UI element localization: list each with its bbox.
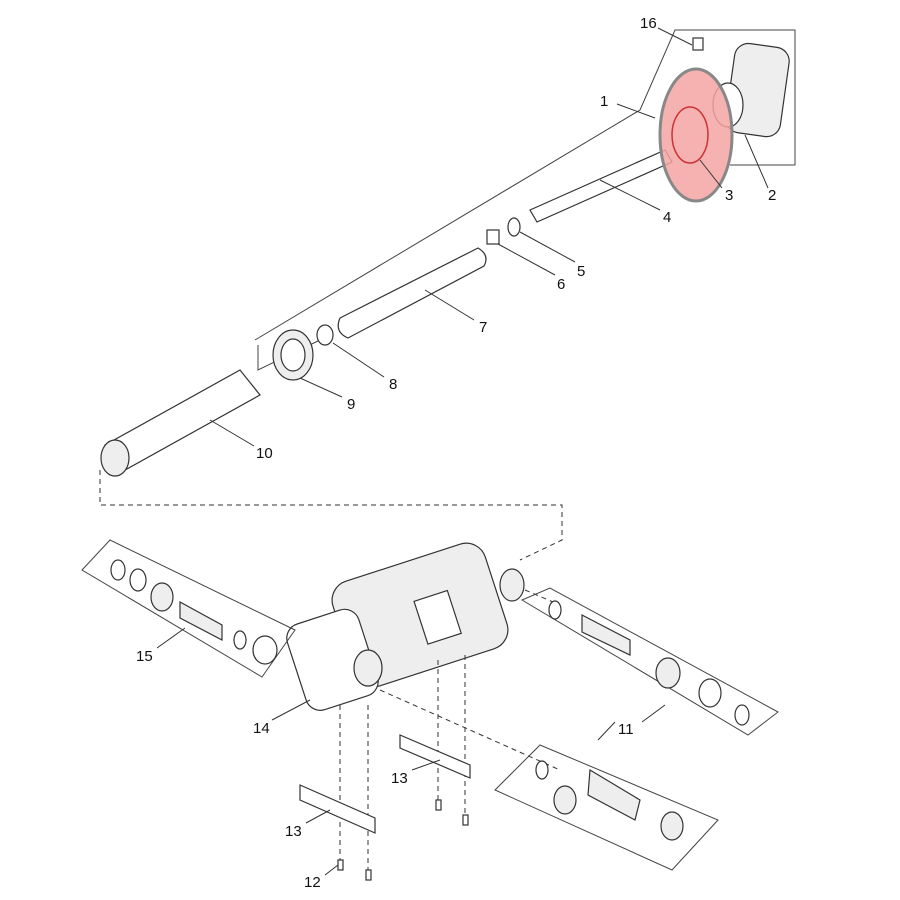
part-7-uvc-lamp	[337, 247, 487, 339]
part-13-bracket	[299, 784, 376, 834]
part-11b-ring	[535, 760, 549, 780]
callout-11: 11	[618, 721, 634, 738]
part-9-inner	[280, 338, 306, 372]
callout-14: 14	[253, 720, 270, 737]
leader-lines	[156, 27, 769, 876]
part-10-end-cap	[100, 439, 130, 477]
group-frame-top	[254, 29, 796, 341]
callout-10: 10	[256, 445, 273, 462]
group-11-frame	[520, 587, 779, 736]
highlight-marker	[658, 67, 734, 203]
part-13-bracket	[399, 734, 471, 779]
callout-3: 3	[725, 187, 733, 204]
part-14-housing-cap	[286, 608, 379, 711]
callout-15: 15	[136, 648, 153, 665]
part-3-o-ring	[671, 106, 709, 164]
part-15-hose-tail	[179, 600, 223, 641]
part-6-clip	[486, 229, 500, 245]
part-12-screw	[337, 859, 344, 871]
housing-port-left	[353, 649, 383, 687]
callout-5: 5	[577, 263, 585, 280]
part-11b-hose-tail	[587, 768, 641, 821]
housing-window	[413, 589, 462, 645]
callout-7: 7	[479, 319, 487, 336]
connector-dashed-line	[99, 470, 563, 561]
connector-guide	[379, 689, 561, 771]
callout-6: 6	[557, 276, 565, 293]
part-5-ring	[507, 217, 521, 237]
part-12-screw	[435, 799, 442, 811]
group-11b-frame	[494, 744, 719, 871]
part-11-nut	[655, 657, 681, 689]
part-11b-nut	[660, 811, 684, 841]
lower-housing-group	[286, 542, 525, 711]
part-11b-nut	[553, 785, 577, 815]
part-11-ring	[548, 600, 562, 620]
part-4-quartz-tube	[529, 149, 673, 223]
callout-13-lower: 13	[285, 823, 302, 840]
part-15-nut	[150, 582, 174, 612]
callout-1: 1	[600, 93, 608, 110]
part-16-clip	[692, 37, 704, 51]
part-15-cap	[252, 635, 278, 665]
housing-tube-group	[100, 29, 796, 477]
group-15-frame	[81, 539, 296, 678]
callout-4: 4	[663, 209, 671, 226]
part-15-ring	[129, 568, 147, 592]
callout-12: 12	[304, 874, 321, 891]
part-11-ring	[734, 704, 750, 726]
callout-16: 16	[640, 15, 657, 32]
part-12-screw	[462, 814, 469, 826]
housing-port-right	[499, 568, 525, 602]
part-15-o-ring	[233, 630, 247, 650]
callout-9: 9	[347, 396, 355, 413]
callout-13-upper: 13	[391, 770, 408, 787]
callout-2: 2	[768, 187, 776, 204]
part-12-screw	[365, 869, 372, 881]
callout-8: 8	[389, 376, 397, 393]
part-15-ring	[110, 559, 126, 581]
part-11-ring	[698, 678, 722, 708]
part-11-hose-tail	[581, 614, 631, 656]
part-8-o-ring	[316, 324, 334, 346]
